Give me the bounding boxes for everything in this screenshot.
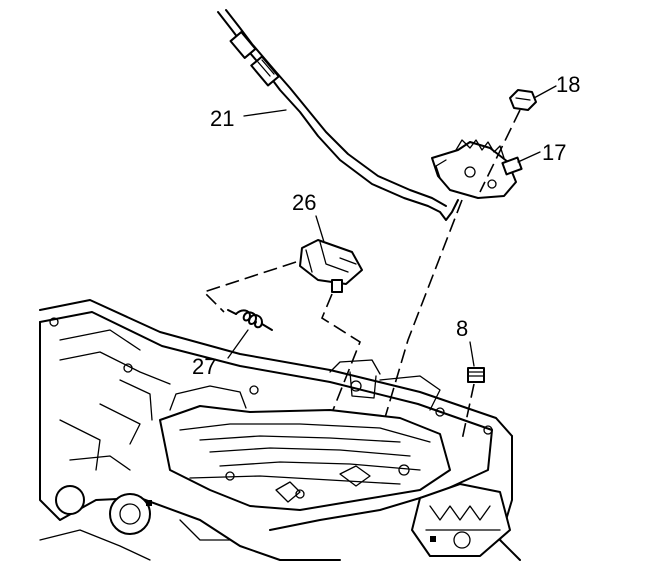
detent-lever [431,139,523,199]
spring [227,309,273,331]
transmission-case [39,299,521,561]
callout-17: 17 [542,140,566,165]
nut [509,89,537,111]
callout-8: 8 [456,316,468,341]
shift-cable [217,9,459,221]
callout-18: 18 [556,72,580,97]
fitting [467,367,485,383]
callout-21: 21 [210,106,234,131]
callout-27: 27 [192,354,216,379]
solenoid-bracket [299,239,363,293]
leader-lines [227,85,557,367]
callout-26: 26 [292,190,316,215]
